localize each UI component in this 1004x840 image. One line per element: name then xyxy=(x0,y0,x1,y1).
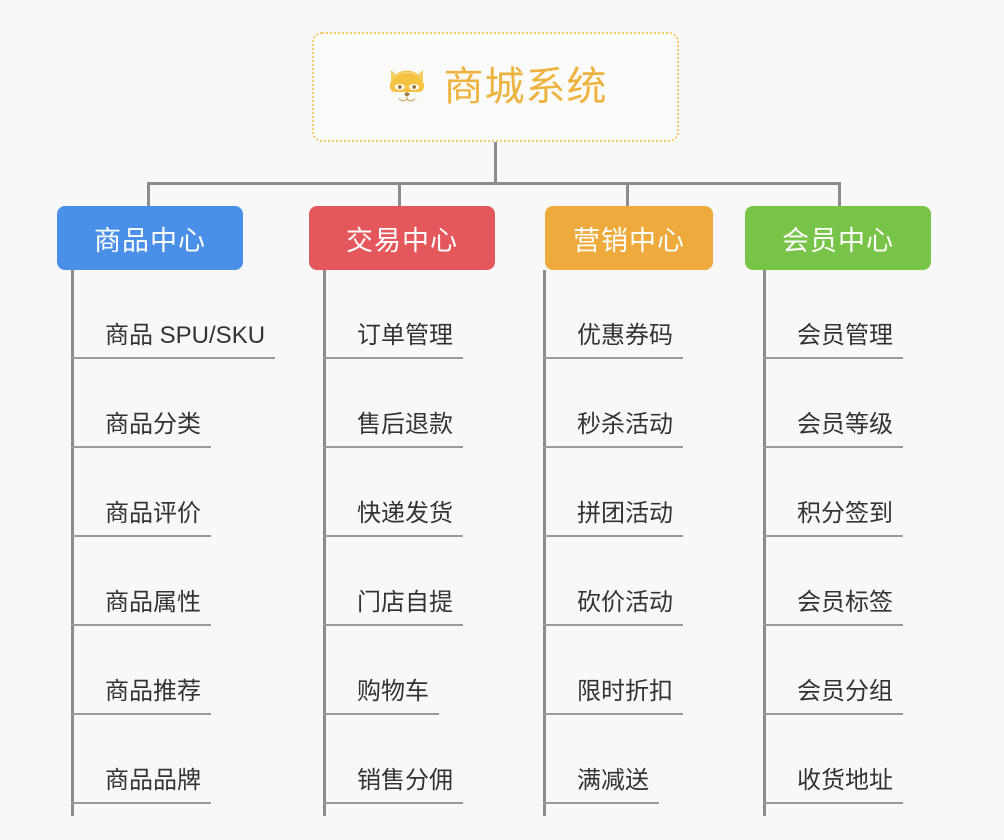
leaf-label: 商品属性 xyxy=(71,589,211,626)
connector-drop-4 xyxy=(838,182,841,208)
leaf-label: 会员分组 xyxy=(763,678,903,715)
leaf-item[interactable]: 商品分类 xyxy=(71,359,275,448)
leaf-item[interactable]: 购物车 xyxy=(323,626,463,715)
branch-header-3[interactable]: 会员中心 xyxy=(745,206,931,270)
leaf-item[interactable]: 商品品牌 xyxy=(71,715,275,804)
leaf-item[interactable]: 会员管理 xyxy=(763,270,903,359)
branch-spine-0 xyxy=(71,270,74,816)
leaf-item[interactable]: 砍价活动 xyxy=(543,537,683,626)
connector-horizontal-bus xyxy=(147,182,841,185)
leaf-label: 售后退款 xyxy=(323,411,463,448)
leaf-label: 优惠券码 xyxy=(543,322,683,359)
leaf-item[interactable]: 商品推荐 xyxy=(71,626,275,715)
leaf-label: 商品分类 xyxy=(71,411,211,448)
leaf-list-0: 商品 SPU/SKU 商品分类 商品评价 商品属性 商品推荐 商品品牌 xyxy=(71,270,276,804)
leaf-label: 满减送 xyxy=(543,767,659,804)
connector-drop-2 xyxy=(398,182,401,208)
leaf-label: 会员等级 xyxy=(763,411,903,448)
leaf-label: 秒杀活动 xyxy=(543,411,683,448)
leaf-label: 销售分佣 xyxy=(323,767,463,804)
leaf-item[interactable]: 商品 SPU/SKU xyxy=(71,270,276,359)
leaf-item[interactable]: 会员分组 xyxy=(763,626,903,715)
leaf-item[interactable]: 优惠券码 xyxy=(543,270,683,359)
leaf-list-2: 优惠券码 秒杀活动 拼团活动 砍价活动 限时折扣 满减送 xyxy=(543,270,683,804)
leaf-item[interactable]: 会员等级 xyxy=(763,359,903,448)
leaf-item[interactable]: 积分签到 xyxy=(763,448,903,537)
leaf-label: 订单管理 xyxy=(323,322,463,359)
leaf-label: 限时折扣 xyxy=(543,678,683,715)
leaf-label: 商品推荐 xyxy=(71,678,211,715)
leaf-label: 购物车 xyxy=(323,678,439,715)
leaf-label: 快递发货 xyxy=(323,500,463,537)
branch-header-1[interactable]: 交易中心 xyxy=(309,206,495,270)
leaf-item[interactable]: 订单管理 xyxy=(323,270,463,359)
leaf-item[interactable]: 快递发货 xyxy=(323,448,463,537)
root-title: 商城系统 xyxy=(443,65,608,109)
connector-root-stem xyxy=(494,142,497,184)
leaf-label: 门店自提 xyxy=(323,589,463,626)
branch-spine-2 xyxy=(543,270,546,816)
leaf-item[interactable]: 销售分佣 xyxy=(323,715,463,804)
leaf-item[interactable]: 会员标签 xyxy=(763,537,903,626)
branch-header-label-0: 商品中心 xyxy=(94,225,206,256)
branch-header-2[interactable]: 营销中心 xyxy=(545,206,713,270)
branch-spine-1 xyxy=(323,270,326,816)
leaf-label: 商品评价 xyxy=(71,500,211,537)
leaf-list-1: 订单管理 售后退款 快递发货 门店自提 购物车 销售分佣 xyxy=(323,270,463,804)
shiba-dog-icon xyxy=(384,64,430,110)
leaf-item[interactable]: 秒杀活动 xyxy=(543,359,683,448)
leaf-label: 收货地址 xyxy=(763,767,903,804)
branch-header-label-2: 营销中心 xyxy=(573,225,685,256)
leaf-item[interactable]: 商品属性 xyxy=(71,537,275,626)
leaf-label: 拼团活动 xyxy=(543,500,683,537)
leaf-label: 会员管理 xyxy=(763,322,903,359)
leaf-item[interactable]: 限时折扣 xyxy=(543,626,683,715)
leaf-item[interactable]: 售后退款 xyxy=(323,359,463,448)
leaf-label: 商品 SPU/SKU xyxy=(71,322,276,359)
branch-header-0[interactable]: 商品中心 xyxy=(57,206,243,270)
branch-header-label-1: 交易中心 xyxy=(346,225,458,256)
connector-drop-3 xyxy=(626,182,629,208)
leaf-label: 砍价活动 xyxy=(543,589,683,626)
leaf-item[interactable]: 满减送 xyxy=(543,715,683,804)
branch-header-label-3: 会员中心 xyxy=(782,225,894,256)
leaf-label: 商品品牌 xyxy=(71,767,211,804)
leaf-list-3: 会员管理 会员等级 积分签到 会员标签 会员分组 收货地址 xyxy=(763,270,903,804)
leaf-item[interactable]: 收货地址 xyxy=(763,715,903,804)
leaf-item[interactable]: 拼团活动 xyxy=(543,448,683,537)
leaf-label: 会员标签 xyxy=(763,589,903,626)
branch-spine-3 xyxy=(763,270,766,816)
leaf-item[interactable]: 门店自提 xyxy=(323,537,463,626)
leaf-item[interactable]: 商品评价 xyxy=(71,448,275,537)
leaf-label: 积分签到 xyxy=(763,500,903,537)
root-node[interactable]: 商城系统 xyxy=(312,32,679,142)
connector-drop-1 xyxy=(147,182,150,208)
